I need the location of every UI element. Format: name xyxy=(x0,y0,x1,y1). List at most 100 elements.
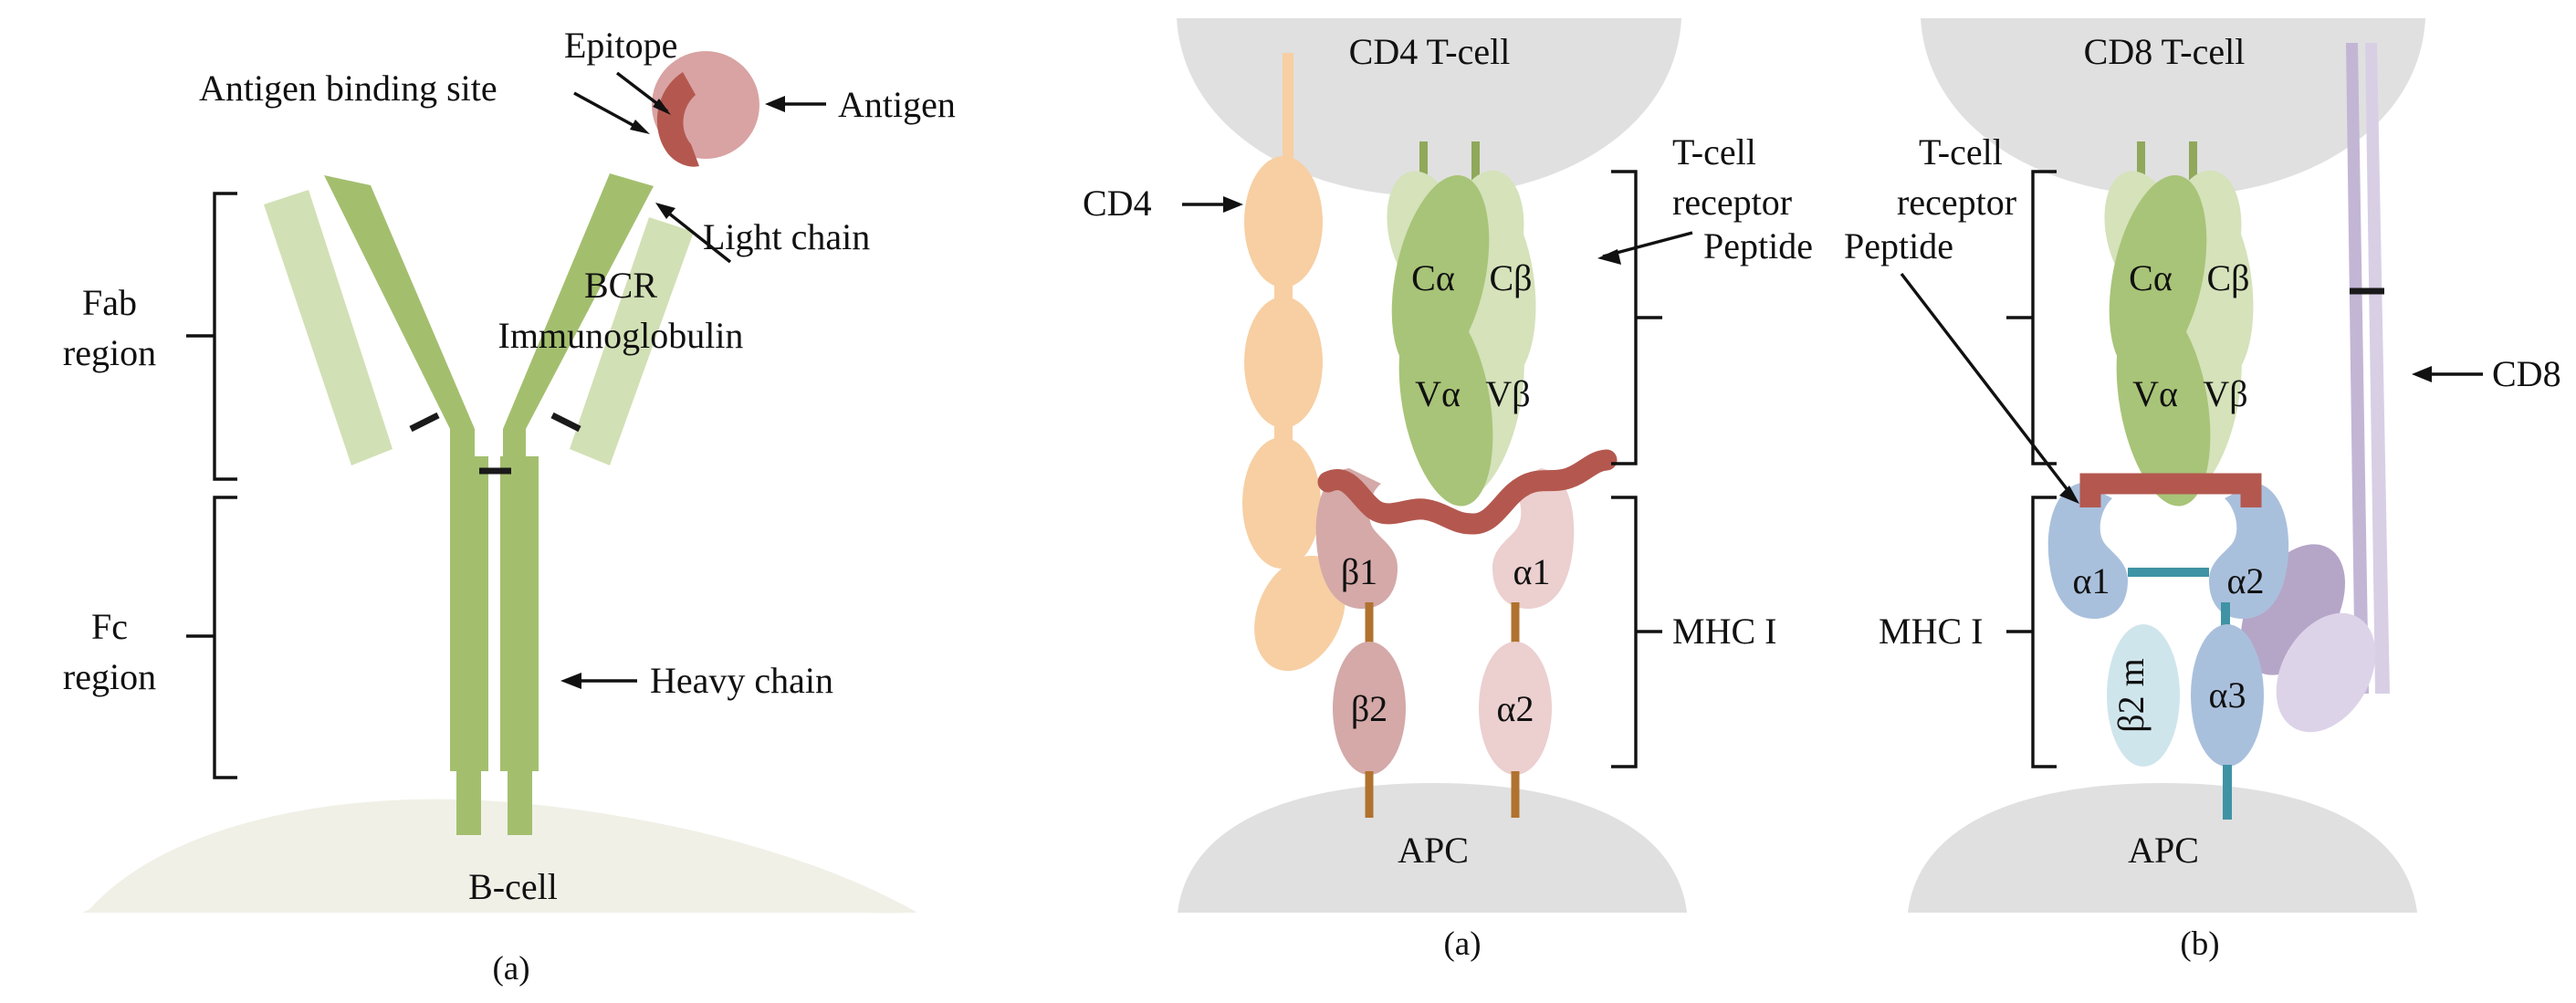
tcr-bracket-label-line2-cd8: receptor xyxy=(1897,182,2016,223)
fc-anchor-left xyxy=(456,767,481,835)
mhc1-b2m-label-cd8: β2 m xyxy=(2110,658,2152,732)
peptide-strand-cd8 xyxy=(2079,473,2262,507)
fab-bracket xyxy=(186,192,237,481)
cd8-chain-light xyxy=(2365,43,2390,694)
mhc-bracket-label-cd4: MHC I xyxy=(1672,611,1776,652)
apc-label-cd8: APC xyxy=(2128,830,2199,871)
tcr-calpha-label-cd4: Cα xyxy=(1411,257,1455,298)
apc-membrane-cd4 xyxy=(1178,783,1687,913)
mhc2-alpha2-cd4 xyxy=(1479,642,1552,775)
mhc1-b2m-cd8 xyxy=(2107,624,2180,767)
tcr-valpha-cd8 xyxy=(2116,297,2211,507)
panel-bcr: B-cell xyxy=(63,25,956,987)
cd8-arrowhead xyxy=(2412,366,2432,382)
tcr-cbeta-label-cd8: Cβ xyxy=(2206,257,2249,298)
mhc2-alpha1-cd4 xyxy=(1492,468,1575,609)
mhc1-alpha1-cd8 xyxy=(2047,483,2128,619)
peptide-strand-cd4 xyxy=(1317,449,1618,535)
epitope-arrowhead xyxy=(653,99,671,115)
light-chain-leader xyxy=(658,204,732,264)
annotation-arrows-bcr xyxy=(560,71,826,689)
heavy-chain-arrowhead xyxy=(560,673,581,689)
mhc2-beta1-cd4 xyxy=(1315,468,1398,609)
tcr-bracket-label-line1-cd8: T-cell xyxy=(1919,131,2003,172)
cd8-lobe-lower xyxy=(2276,612,2376,733)
cd8-chain-dark xyxy=(2346,43,2369,694)
light-chain-arrowhead xyxy=(655,203,675,219)
panel-caption-b: (b) xyxy=(2180,925,2219,963)
cd4-coreceptor-label: CD4 xyxy=(1083,183,1152,224)
mhc1-alpha3-label-cd8: α3 xyxy=(2209,674,2246,716)
disulfide-bond-right xyxy=(550,412,581,433)
mhc1-alpha2-label-cd8: α2 xyxy=(2227,560,2265,601)
light-chain-right xyxy=(570,217,694,465)
apc-label-cd4: APC xyxy=(1398,830,1469,871)
tcr-stalk-alpha-cd4 xyxy=(1419,141,1428,198)
mhc1-alpha2-cd8 xyxy=(2209,483,2289,619)
tcr-vbeta-label-cd4: Vβ xyxy=(1485,373,1530,414)
fc-region-label-line1: Fc xyxy=(91,606,128,647)
cd4-tcell-membrane xyxy=(1177,18,1681,196)
disulfide-bond-left xyxy=(409,412,440,433)
cd4-coreceptor xyxy=(1242,53,1346,672)
cd4-tcell-label: CD4 T-cell xyxy=(1349,31,1511,72)
tcr-stalk-alpha-cd8 xyxy=(2137,141,2145,198)
mhc2-beta1-label-cd4: β1 xyxy=(1341,551,1377,592)
mhc2-beta2-cd4 xyxy=(1333,642,1406,775)
b-cell-label: B-cell xyxy=(468,866,558,907)
cd4-arrowhead xyxy=(1223,196,1243,213)
tcr-bracket-cd8 xyxy=(2006,170,2057,465)
binding-site-arrowhead xyxy=(630,120,650,134)
tcr-valpha-label-cd4: Vα xyxy=(1415,373,1461,414)
bcr-label-line2: Immunoglobulin xyxy=(498,315,744,356)
mhc-bracket-cd8 xyxy=(2006,496,2057,768)
mhc-bracket-cd4 xyxy=(1611,496,1662,768)
mhc1-alpha3-cd8 xyxy=(2191,624,2264,767)
mhc2-alpha2-label-cd4: α2 xyxy=(1497,688,1534,729)
antigen-binding-site-label: Antigen binding site xyxy=(199,68,497,109)
tcr-valpha-label-cd8: Vα xyxy=(2132,373,2178,414)
tcr-calpha-label-cd8: Cα xyxy=(2129,257,2173,298)
fab-region-label-line1: Fab xyxy=(82,282,137,323)
light-chain-left xyxy=(264,190,393,465)
panel-cd8: CD8 T-cell APC CD8 xyxy=(1844,18,2561,963)
tcr-bracket-label-line1-cd4: T-cell xyxy=(1672,131,1756,172)
tcr-stalk-beta-cd8 xyxy=(2189,141,2197,198)
antigen-label: Antigen xyxy=(838,84,956,125)
peptide-leader-cd8 xyxy=(1900,272,2076,500)
mhc1-alpha1-label-cd8: α1 xyxy=(2073,560,2110,601)
antigen-arrowhead xyxy=(765,96,785,112)
peptide-arrowhead-cd4 xyxy=(1597,249,1621,265)
cd8-coreceptor-label: CD8 xyxy=(2492,353,2561,394)
tcr-vbeta-label-cd8: Vβ xyxy=(2203,373,2247,414)
fc-bracket xyxy=(186,496,237,779)
heavy-chain-left xyxy=(324,175,475,479)
tcr-cbeta-label-cd4: Cβ xyxy=(1489,257,1532,298)
mhc2-beta2-label-cd4: β2 xyxy=(1351,688,1387,729)
cd8-tcell-label: CD8 T-cell xyxy=(2084,31,2246,72)
panel-caption-a2: (a) xyxy=(1443,925,1481,963)
fab-region-label-line2: region xyxy=(63,332,156,373)
tcr-valpha-cd4 xyxy=(1398,297,1493,507)
panel-caption-a1: (a) xyxy=(492,950,529,987)
tcr-stalk-beta-cd4 xyxy=(1471,141,1480,198)
b-cell-dome xyxy=(87,799,917,913)
tcr-bracket-cd4 xyxy=(1611,170,1662,465)
epitope-label: Epitope xyxy=(564,25,677,66)
apc-membrane-cd8 xyxy=(1908,783,2417,913)
fc-anchor-right xyxy=(508,767,532,835)
peptide-label-cd4: Peptide xyxy=(1703,225,1813,266)
tcr-bracket-label-line2-cd4: receptor xyxy=(1672,182,1792,223)
fc-region-label-line2: region xyxy=(63,656,156,697)
heavy-chain-label: Heavy chain xyxy=(650,660,833,701)
fc-stem-right xyxy=(500,456,539,771)
heavy-chain-right xyxy=(503,173,654,479)
epitope-shape xyxy=(656,72,699,167)
bcr-label-line1: BCR xyxy=(584,265,657,306)
light-chain-label: Light chain xyxy=(703,216,870,257)
fc-stem-left xyxy=(450,456,488,771)
panel-cd4: CD4 T-cell APC CD4 xyxy=(1083,18,1813,963)
mhc-bracket-label-cd8: MHC I xyxy=(1879,611,1983,652)
